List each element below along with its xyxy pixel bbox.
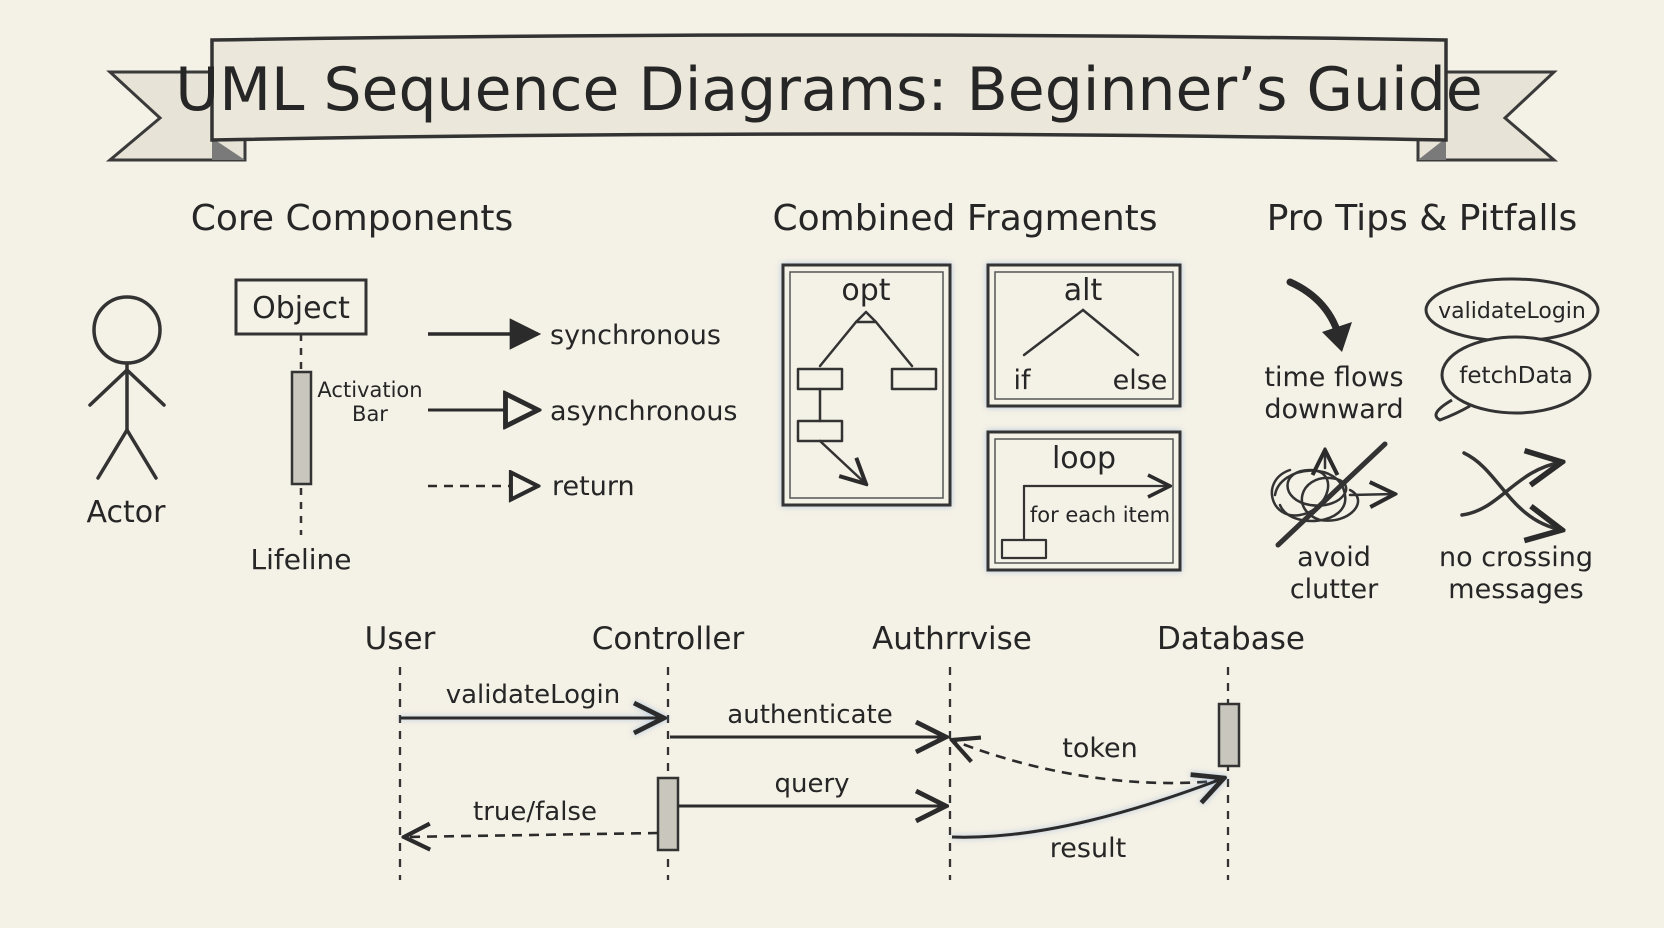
msg-truefalse-label: true/false: [473, 797, 597, 827]
section-heading-tips: Pro Tips & Pitfalls: [1267, 198, 1578, 239]
lifeline-label: Lifeline: [251, 543, 352, 576]
speech-bubble-fetch: fetchData: [1434, 335, 1592, 422]
tip-clutter-line2: clutter: [1290, 574, 1379, 605]
section-heading-fragments: Combined Fragments: [772, 198, 1157, 239]
msg-truefalse-arrow: [404, 833, 659, 837]
synchronous-label: synchronous: [550, 320, 721, 351]
speech-bubble-validate: validateLogin: [1424, 277, 1600, 343]
tip-crossing-line1: no crossing: [1439, 542, 1593, 573]
bubble-fetch-label: fetchData: [1459, 363, 1572, 389]
msg-query-label: query: [774, 769, 849, 799]
actor-figure: [88, 295, 166, 480]
msg-result-label: result: [1050, 833, 1126, 864]
tip-time-line2: downward: [1264, 394, 1403, 425]
sequence-example: User Controller Authrrvise Database vali…: [365, 621, 1305, 880]
tip-clutter-line1: avoid: [1297, 542, 1371, 573]
msg-token-arrow: [952, 740, 1225, 785]
activation-controller: [656, 776, 680, 852]
fragment-opt-label: opt: [841, 273, 890, 308]
activation-bar-label-2: Bar: [352, 402, 388, 426]
tangled-scribble-icon: [1270, 441, 1395, 548]
page-title: UML Sequence Diagrams: Beginner’s Guide: [175, 55, 1482, 125]
msg-token-label: token: [1062, 733, 1138, 764]
participant-auth: Authrrvise: [872, 621, 1032, 657]
actor-label: Actor: [87, 495, 167, 530]
msg-authenticate-label: authenticate: [727, 700, 892, 730]
msg-validatelogin-label: validateLogin: [446, 680, 621, 710]
return-label: return: [552, 471, 635, 502]
fragment-alt-else: else: [1113, 365, 1168, 396]
section-heading-core: Core Components: [191, 198, 514, 239]
crossing-arrows-icon: [1460, 453, 1562, 530]
participant-user: User: [365, 621, 436, 657]
fragment-loop: loop for each item: [986, 430, 1182, 572]
fragment-alt: alt if else: [986, 263, 1182, 408]
object-box: Object: [234, 278, 368, 336]
tip-time-line1: time flows: [1264, 362, 1403, 393]
fragment-alt-if: if: [1013, 365, 1032, 396]
fragment-alt-label: alt: [1064, 273, 1103, 308]
activation-database: [1217, 702, 1241, 768]
title-banner: UML Sequence Diagrams: Beginner’s Guide: [105, 33, 1559, 162]
downward-arrow-icon: [1286, 278, 1352, 352]
fragment-loop-label: loop: [1052, 441, 1116, 476]
fragment-loop-guard: for each item: [1030, 503, 1170, 527]
msg-result-arrow: [951, 778, 1224, 839]
activation-bar-label-1: Activation: [317, 378, 422, 402]
fragment-opt: opt: [781, 263, 952, 507]
bubble-validate-label: validateLogin: [1438, 299, 1586, 324]
tip-crossing-line2: messages: [1448, 574, 1583, 605]
participant-database: Database: [1157, 621, 1305, 657]
object-label: Object: [252, 291, 350, 326]
participant-controller: Controller: [592, 621, 745, 657]
asynchronous-label: asynchronous: [550, 396, 738, 427]
activation-bar: [290, 370, 313, 486]
